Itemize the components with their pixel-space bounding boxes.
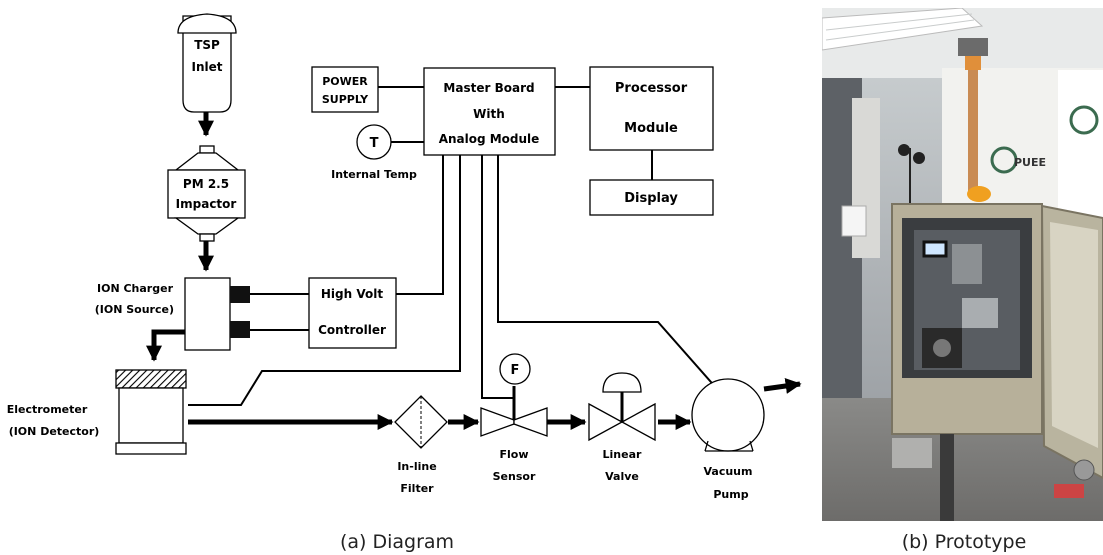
master-board-label-1: Master Board — [443, 81, 534, 95]
flow-symbol: F — [511, 363, 520, 378]
master-board-label-3: Analog Module — [439, 132, 540, 146]
ion-charger: ION Charger (ION Source) — [95, 278, 250, 350]
power-supply-box: POWER SUPPLY — [312, 67, 378, 112]
temp-symbol: T — [370, 136, 379, 151]
master-board-box: Master Board With Analog Module — [424, 68, 555, 155]
charger-label-1: ION Charger — [97, 282, 174, 295]
vacuum-pump-label-2: Pump — [713, 488, 748, 501]
linear-valve: Linear Valve — [589, 373, 655, 483]
impactor-label-1: PM 2.5 — [183, 177, 229, 191]
flow-lines — [154, 112, 800, 422]
master-board-label-2: With — [473, 107, 505, 121]
internal-temp-sensor: T Internal Temp — [331, 125, 417, 181]
internal-temp-label: Internal Temp — [331, 168, 417, 181]
vacuum-pump: Vacuum Pump — [692, 379, 764, 501]
prototype-illustration: PUEE — [822, 8, 1103, 521]
electrometer-label-1: Electrometer — [7, 403, 88, 416]
caption-diagram: (a) Diagram — [340, 531, 454, 553]
electrometer: Electrometer (ION Detector) — [7, 370, 186, 454]
linear-valve-label-2: Valve — [605, 470, 639, 483]
inline-filter: In-line Filter — [395, 396, 447, 495]
pm25-impactor: PM 2.5 Impactor — [168, 146, 245, 241]
display-label: Display — [624, 191, 678, 206]
impactor-label-2: Impactor — [176, 197, 237, 211]
processor-label-1: Processor — [615, 81, 688, 96]
processor-label-2: Module — [624, 121, 678, 136]
inlet-label-2: Inlet — [192, 60, 223, 74]
processor-module-box: Processor Module — [590, 67, 713, 150]
controller-label: Controller — [318, 323, 386, 337]
flow-sensor-label-2: Sensor — [493, 470, 536, 483]
prototype-photo: PUEE — [822, 8, 1103, 521]
tsp-inlet: TSP Inlet — [178, 14, 236, 112]
caption-prototype: (b) Prototype — [902, 531, 1027, 553]
electrometer-label-2: (ION Detector) — [9, 425, 100, 438]
filter-label-2: Filter — [400, 482, 434, 495]
charger-label-2: (ION Source) — [95, 303, 174, 316]
flow-sensor-label-1: Flow — [499, 448, 528, 461]
inlet-label-1: TSP — [194, 38, 220, 52]
display-box: Display — [590, 180, 713, 215]
flow-sensor: F Flow Sensor — [481, 354, 547, 483]
filter-label-1: In-line — [397, 460, 436, 473]
high-volt-controller-box: High Volt Controller — [309, 278, 396, 348]
power-supply-label-2: SUPPLY — [322, 93, 369, 106]
high-volt-label: High Volt — [321, 287, 383, 301]
vacuum-pump-label-1: Vacuum — [704, 465, 753, 478]
power-supply-label-1: POWER — [322, 75, 368, 88]
linear-valve-label-1: Linear — [603, 448, 642, 461]
photo-sign: PUEE — [1014, 156, 1046, 169]
